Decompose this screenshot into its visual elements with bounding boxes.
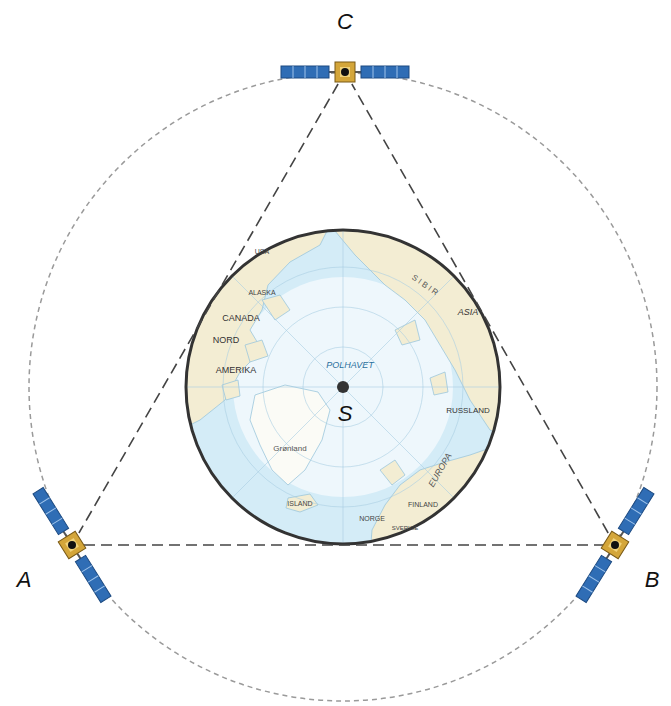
map-label: ISLAND	[287, 500, 312, 507]
sight-line	[79, 84, 338, 533]
map-label: CANADA	[222, 313, 260, 323]
satellite	[60, 533, 84, 557]
satellite-label: B	[645, 567, 660, 593]
satellite-label: C	[337, 9, 353, 35]
map-label: NORGE	[359, 515, 385, 522]
map-label: ASIA	[458, 307, 479, 317]
map-label: NORD	[213, 335, 240, 345]
map-label: ALASKA	[248, 289, 275, 296]
earth-outline	[186, 230, 500, 544]
satellite	[333, 60, 357, 84]
sight-line	[84, 544, 603, 546]
center-dot	[337, 381, 349, 393]
sight-line	[352, 84, 608, 533]
map-label: SVERIGE	[392, 525, 419, 531]
map-label: AMERIKA	[216, 365, 257, 375]
satellite-icon	[535, 465, 671, 625]
map-label: POLHAVET	[326, 360, 374, 370]
satellite-icon	[0, 465, 152, 625]
map-label: RUSSLAND	[446, 406, 490, 415]
orbit-circle	[29, 73, 657, 701]
map-label: USA	[255, 248, 269, 255]
satellite-label: A	[17, 567, 32, 593]
center-label: S	[338, 401, 353, 427]
map-label: Grønland	[273, 444, 306, 453]
map-label: FINLAND	[408, 501, 438, 508]
satellite	[603, 533, 627, 557]
